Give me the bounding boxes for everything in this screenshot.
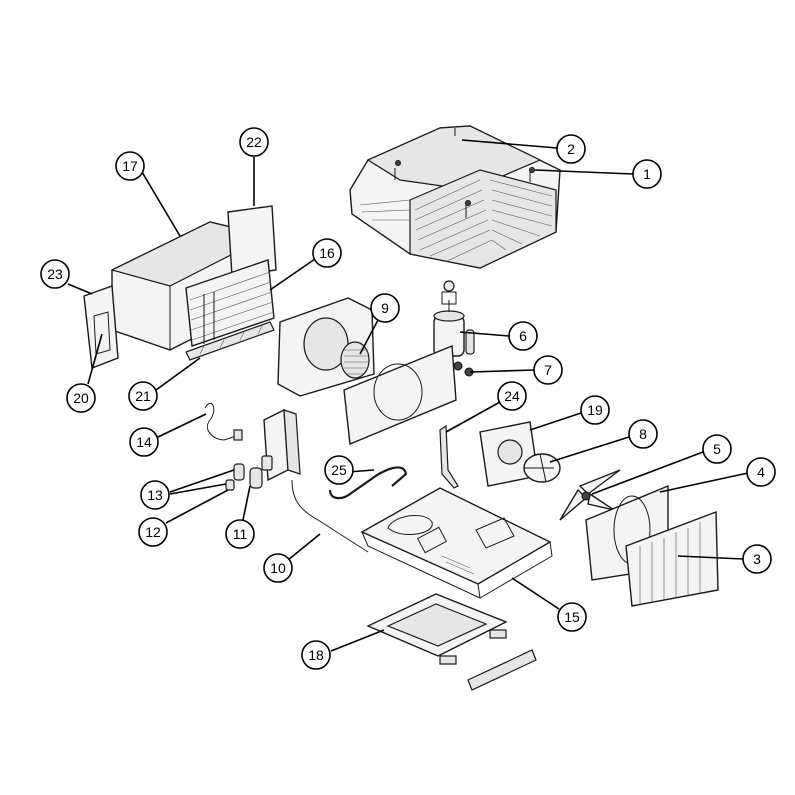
callout-5: 5 [702, 434, 732, 464]
callout-11-circle [225, 519, 255, 549]
callout-24-circle [497, 381, 527, 411]
callout-17-label: 17 [122, 158, 138, 174]
callout-20-circle [66, 383, 96, 413]
part-wire-harness [204, 402, 237, 441]
part-shroud [349, 125, 561, 269]
callout-10-label: 10 [270, 560, 286, 576]
callout-11: 11 [225, 519, 255, 549]
callout-6: 6 [508, 321, 538, 351]
callout-19: 19 [580, 395, 610, 425]
part-control-bracket [225, 408, 301, 491]
callout-9-label: 9 [381, 300, 389, 316]
callout-4-circle [746, 457, 776, 487]
callout-2: 2 [556, 134, 586, 164]
callout-9-circle [370, 293, 400, 323]
callout-3-circle [742, 544, 772, 574]
callout-6-circle [508, 321, 538, 351]
callout-2-circle [556, 134, 586, 164]
callout-22: 22 [239, 127, 269, 157]
callout-20: 20 [66, 383, 96, 413]
callout-19-circle [580, 395, 610, 425]
callout-3-label: 3 [753, 551, 761, 567]
callout-19-label: 19 [587, 402, 603, 418]
callout-4-label: 4 [757, 464, 765, 480]
callout-25-circle [324, 455, 354, 485]
callout-1-circle [632, 159, 662, 189]
callout-8: 8 [628, 419, 658, 449]
callout-13-label: 13 [147, 487, 163, 503]
callout-18: 18 [301, 640, 331, 670]
callout-20-label: 20 [73, 390, 89, 406]
part-base-pan [360, 487, 553, 599]
callout-25-label: 25 [331, 462, 347, 478]
callout-16-circle [312, 238, 342, 268]
part-condenser-coil [625, 510, 719, 607]
callout-13-circle [140, 480, 170, 510]
callout-10-circle [263, 553, 293, 583]
callout-16: 16 [312, 238, 342, 268]
callout-3: 3 [742, 544, 772, 574]
callout-14-circle [129, 427, 159, 457]
callout-12-label: 12 [145, 524, 161, 540]
callout-13: 13 [140, 480, 170, 510]
callout-7-circle [533, 355, 563, 385]
callout-15-circle [557, 602, 587, 632]
callout-7-label: 7 [544, 362, 552, 378]
callout-6-label: 6 [519, 328, 527, 344]
part-blower-assembly [277, 297, 457, 446]
callout-8-label: 8 [639, 426, 647, 442]
part-refrigerant-tube [328, 466, 408, 500]
callout-23-circle [40, 259, 70, 289]
part-filter-frame [366, 593, 537, 691]
part-evaporator-housing [83, 205, 277, 369]
callout-24: 24 [497, 381, 527, 411]
callout-1-label: 1 [643, 166, 651, 182]
callout-2-label: 2 [567, 141, 575, 157]
leader-lines [67, 139, 749, 652]
callout-22-label: 22 [246, 134, 262, 150]
callout-8-circle [628, 419, 658, 449]
callout-1: 1 [632, 159, 662, 189]
callout-18-label: 18 [308, 647, 324, 663]
callout-9: 9 [370, 293, 400, 323]
callout-5-circle [702, 434, 732, 464]
callout-17: 17 [115, 151, 145, 181]
callout-21-label: 21 [135, 388, 151, 404]
callout-24-label: 24 [504, 388, 520, 404]
callout-23: 23 [40, 259, 70, 289]
callout-18-circle [301, 640, 331, 670]
callout-15-label: 15 [564, 609, 580, 625]
part-bracket-rod [439, 424, 459, 489]
callout-12-circle [138, 517, 168, 547]
callout-17-circle [115, 151, 145, 181]
callout-25: 25 [324, 455, 354, 485]
callout-21: 21 [128, 381, 158, 411]
callout-14: 14 [129, 427, 159, 457]
callout-15: 15 [557, 602, 587, 632]
part-fan-blade [559, 469, 621, 521]
callout-5-label: 5 [713, 441, 721, 457]
callout-21-circle [128, 381, 158, 411]
callout-10: 10 [263, 553, 293, 583]
part-sensor-wire [291, 479, 369, 553]
callout-7: 7 [533, 355, 563, 385]
callout-23-label: 23 [47, 266, 63, 282]
callout-11-label: 11 [233, 526, 248, 542]
callout-4: 4 [746, 457, 776, 487]
callout-22-circle [239, 127, 269, 157]
callout-14-label: 14 [136, 434, 152, 450]
callout-12: 12 [138, 517, 168, 547]
callout-16-label: 16 [319, 245, 335, 261]
